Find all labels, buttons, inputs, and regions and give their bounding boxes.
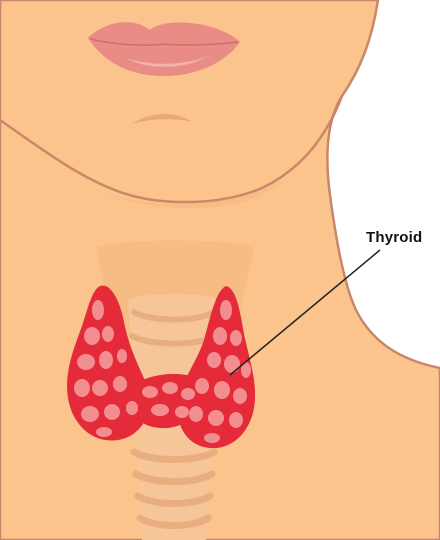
thyroid-label: Thyroid	[366, 229, 422, 246]
